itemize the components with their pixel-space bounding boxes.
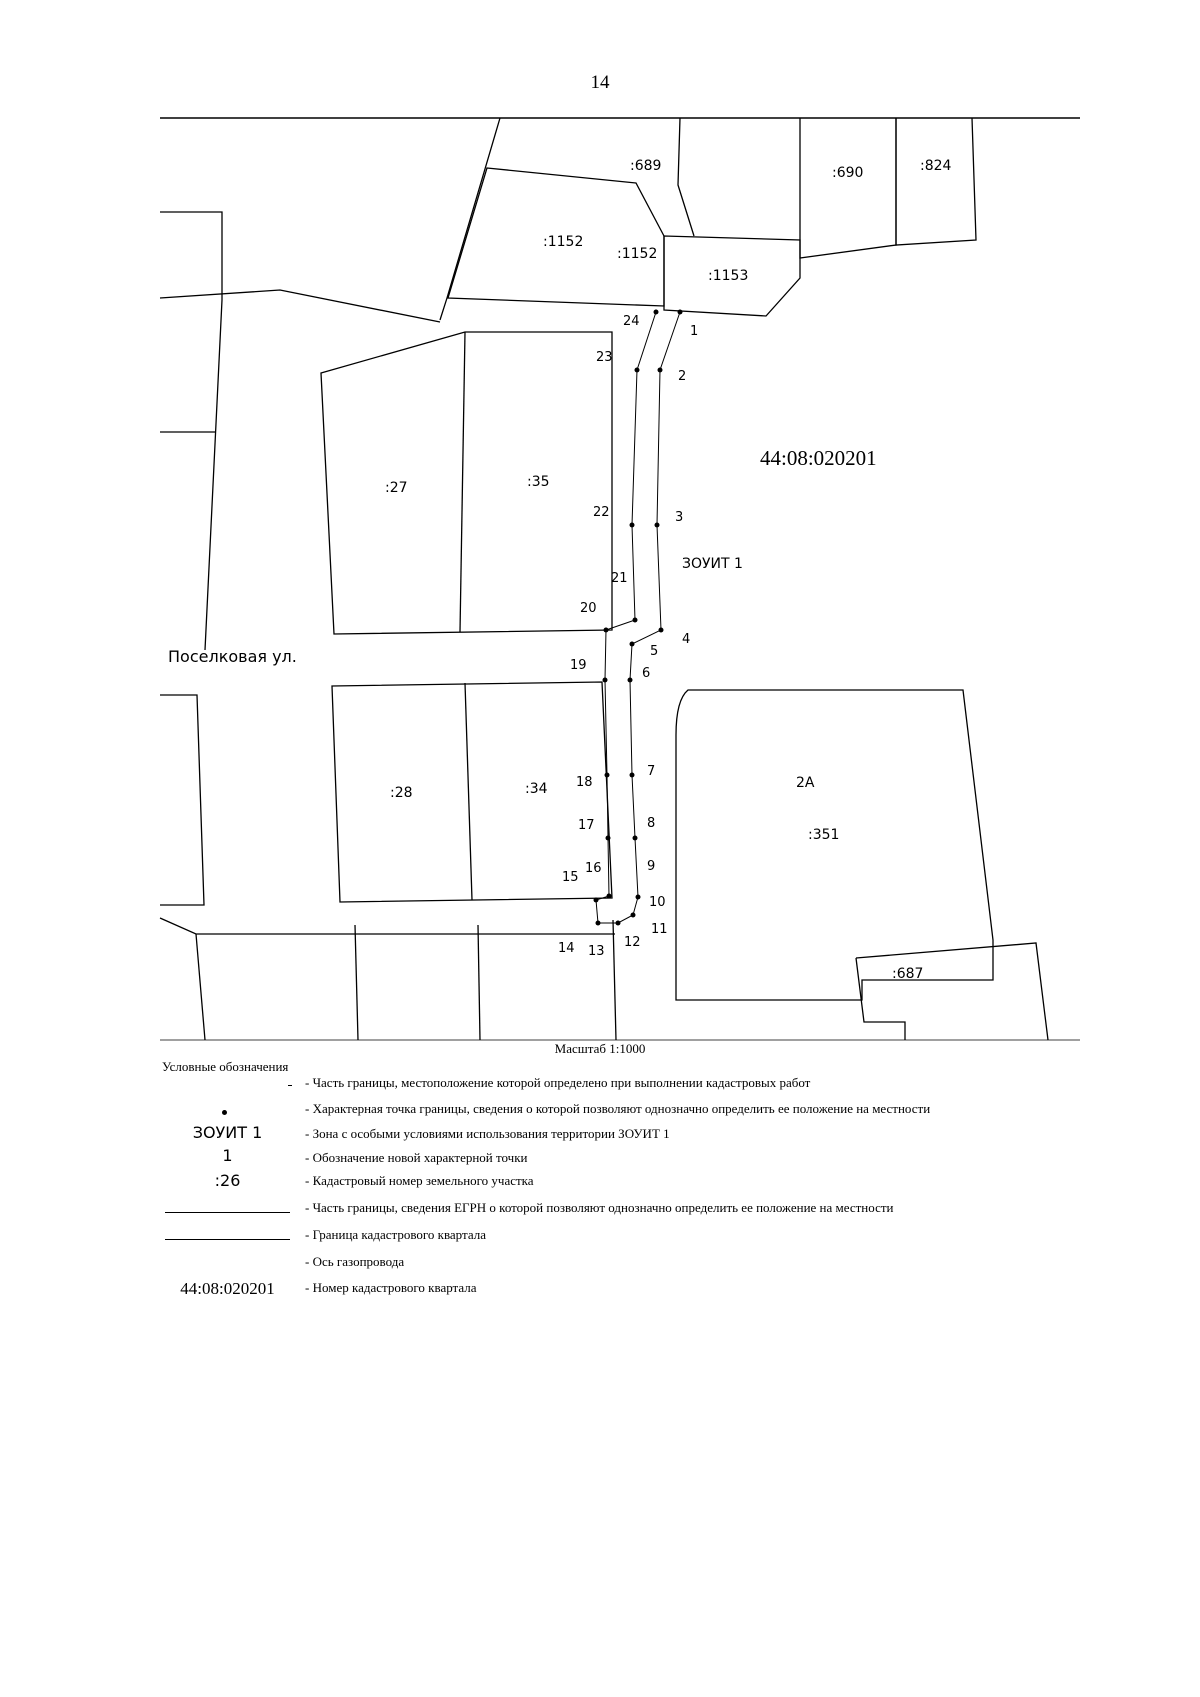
quarter-label: 44:08:020201 bbox=[760, 446, 877, 470]
bottom-parcel-div-2 bbox=[354, 924, 359, 1041]
legend-text: - Характерная точка границы, сведения о … bbox=[305, 1101, 931, 1116]
point-label: 20 bbox=[580, 601, 597, 616]
point-label: 1 bbox=[690, 324, 698, 339]
bottom-parcel-div-4 bbox=[612, 919, 617, 1041]
legend-text: - Часть границы, местоположение которой … bbox=[305, 1075, 811, 1090]
point-label: 7 bbox=[647, 764, 655, 779]
bottom-parcels-line bbox=[159, 917, 615, 935]
house-label: 2А bbox=[796, 775, 815, 791]
legend-item: - Часть границы, сведения ЕГРН о которой… bbox=[0, 1200, 1200, 1224]
parcel-28-34 bbox=[331, 681, 613, 903]
point-label: 14 bbox=[558, 941, 575, 956]
point-label: 13 bbox=[588, 944, 605, 959]
parcel-690 bbox=[799, 118, 897, 259]
point-label: 6 bbox=[642, 666, 650, 681]
legend-text: - Часть границы, сведения ЕГРН о которой… bbox=[305, 1200, 894, 1215]
point-label: 11 bbox=[651, 922, 668, 937]
parcel-824 bbox=[895, 117, 977, 246]
point-label: 19 bbox=[570, 658, 587, 673]
parcel-label: :690 bbox=[832, 165, 863, 181]
map-scale: Масштаб 1:1000 bbox=[554, 1041, 646, 1056]
point-label: 8 bbox=[647, 816, 655, 831]
legend-item: - Характерная точка границы, сведения о … bbox=[0, 1101, 1200, 1125]
point-label: 2 bbox=[678, 369, 686, 384]
parcel-27-35 bbox=[320, 331, 613, 635]
legend-text: - Ось газопровода bbox=[305, 1254, 405, 1269]
legend-text: - Обозначение новой характерной точки bbox=[305, 1150, 528, 1165]
parcel-687-inner bbox=[855, 957, 906, 1040]
legend-item: :26 - Кадастровый номер земельного участ… bbox=[0, 1171, 1200, 1197]
legend-item: - Граница кадастрового квартала bbox=[0, 1227, 1200, 1251]
characteristic-points bbox=[593, 309, 683, 926]
legend-symbol-zone: ЗОУИТ 1 bbox=[192, 1123, 263, 1142]
point-label: 5 bbox=[650, 644, 658, 659]
parcel-687 bbox=[855, 942, 1049, 1041]
left-block-top bbox=[160, 211, 223, 651]
legend-title: Условные обозначения bbox=[162, 1059, 289, 1074]
legend-text: - Кадастровый номер земельного участка bbox=[305, 1173, 534, 1188]
road-line-left bbox=[159, 289, 441, 323]
point-label: 15 bbox=[562, 870, 579, 885]
bottom-parcel-div-3 bbox=[477, 924, 481, 1041]
point-label: 16 bbox=[585, 861, 602, 876]
parcel-label: :1152 bbox=[543, 234, 583, 250]
legend-symbol-point-number: 1 bbox=[222, 1146, 233, 1165]
point-label: 18 bbox=[576, 775, 593, 790]
parcel-label: :824 bbox=[920, 158, 952, 174]
parcel-label: :1153 bbox=[708, 268, 748, 284]
parcel-28-34-divider bbox=[464, 682, 473, 901]
parcel-label: :351 bbox=[808, 827, 839, 843]
point-label: 21 bbox=[611, 571, 628, 586]
legend-text: - Зона с особыми условиями использования… bbox=[305, 1126, 670, 1141]
parcel-label: :27 bbox=[385, 480, 408, 496]
zone-label: ЗОУИТ 1 bbox=[682, 556, 743, 572]
legend-text: - Номер кадастрового квартала bbox=[305, 1280, 477, 1295]
legend-item: - Часть границы, местоположение которой … bbox=[0, 1075, 1200, 1099]
legend-symbol-quarter-number: 44:08:020201 bbox=[180, 1279, 275, 1298]
legend-symbol-parcel-number: :26 bbox=[214, 1171, 241, 1190]
point-label: 24 bbox=[623, 314, 640, 329]
parcel-label: :35 bbox=[527, 474, 550, 490]
point-label: 3 bbox=[675, 510, 683, 525]
legend-item: - Ось газопровода bbox=[0, 1254, 1200, 1278]
legend-item: ЗОУИТ 1 - Зона с особыми условиями испол… bbox=[0, 1123, 1200, 1150]
point-label: 22 bbox=[593, 505, 610, 520]
point-label: 10 bbox=[649, 895, 666, 910]
legend-text: - Граница кадастрового квартала bbox=[305, 1227, 486, 1242]
page-number: 14 bbox=[590, 72, 610, 93]
point-label: 9 bbox=[647, 859, 655, 874]
parcel-label: :687 bbox=[892, 966, 923, 982]
left-block-bottom bbox=[160, 694, 205, 906]
new-boundary-corridor bbox=[595, 311, 681, 924]
parcel-boundary-top-left bbox=[439, 117, 501, 321]
parcel-label: :28 bbox=[390, 785, 413, 801]
parcel-label: :689 bbox=[630, 158, 661, 174]
legend-item: 44:08:020201 - Номер кадастрового кварта… bbox=[0, 1279, 1200, 1304]
legend-item: 1 - Обозначение новой характерной точки bbox=[0, 1146, 1200, 1174]
parcel-1153 bbox=[663, 235, 801, 317]
parcel-27-35-divider bbox=[459, 331, 466, 633]
street-label: Поселковая ул. bbox=[168, 647, 297, 666]
point-label: 23 bbox=[596, 350, 613, 365]
point-label: 4 bbox=[682, 632, 690, 647]
parcel-label: :1152 bbox=[617, 246, 657, 262]
parcel-351 bbox=[675, 689, 994, 1001]
point-label: 12 bbox=[624, 935, 641, 950]
parcel-689-line bbox=[677, 117, 695, 237]
bottom-parcel-div-1 bbox=[195, 933, 206, 1041]
point-label: 17 bbox=[578, 818, 595, 833]
parcel-label: :34 bbox=[525, 781, 548, 797]
